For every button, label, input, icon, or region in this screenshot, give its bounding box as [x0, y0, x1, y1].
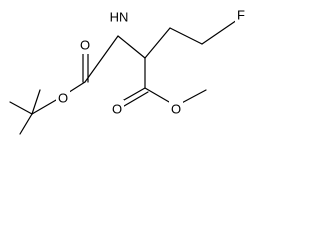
bond-nh-to-alpha-c [117, 35, 146, 59]
atom-ester-carbonyl-o-label: O [112, 102, 122, 117]
atom-carbamate-carbonyl-o-label: O [80, 38, 90, 53]
bond-ch2-2-to-f [201, 17, 241, 45]
bond-alpha-c-to-ch2-1 [144, 27, 171, 59]
atom-nh-label: HN [110, 10, 129, 25]
bond-carbamate-c-to-nh [84, 35, 119, 83]
bond-ch2-1-to-ch2-2 [169, 27, 203, 45]
atom-ester-ether-o: O [169, 100, 183, 118]
bond-layer [9, 17, 241, 135]
molecule-structure: HN O O F O O [9, 6, 248, 135]
atom-ester-carbonyl-o: O [110, 100, 124, 118]
atom-ester-ether-o-label: O [171, 102, 181, 117]
bond-tbu-methyl-3 [19, 113, 33, 135]
atom-fluorine: F [235, 6, 248, 24]
atom-layer: HN O O F O O [56, 6, 248, 118]
atom-carbamate-carbonyl-o: O [78, 36, 92, 54]
atom-carbamate-ether-o-label: O [58, 91, 68, 106]
atom-fluorine-label: F [237, 8, 245, 23]
atom-carbamate-ether-o: O [56, 89, 70, 107]
bond-tbu-methyl-1 [9, 101, 33, 115]
atom-nh: HN [106, 8, 133, 26]
bond-tbu-methyl-2 [31, 89, 41, 115]
